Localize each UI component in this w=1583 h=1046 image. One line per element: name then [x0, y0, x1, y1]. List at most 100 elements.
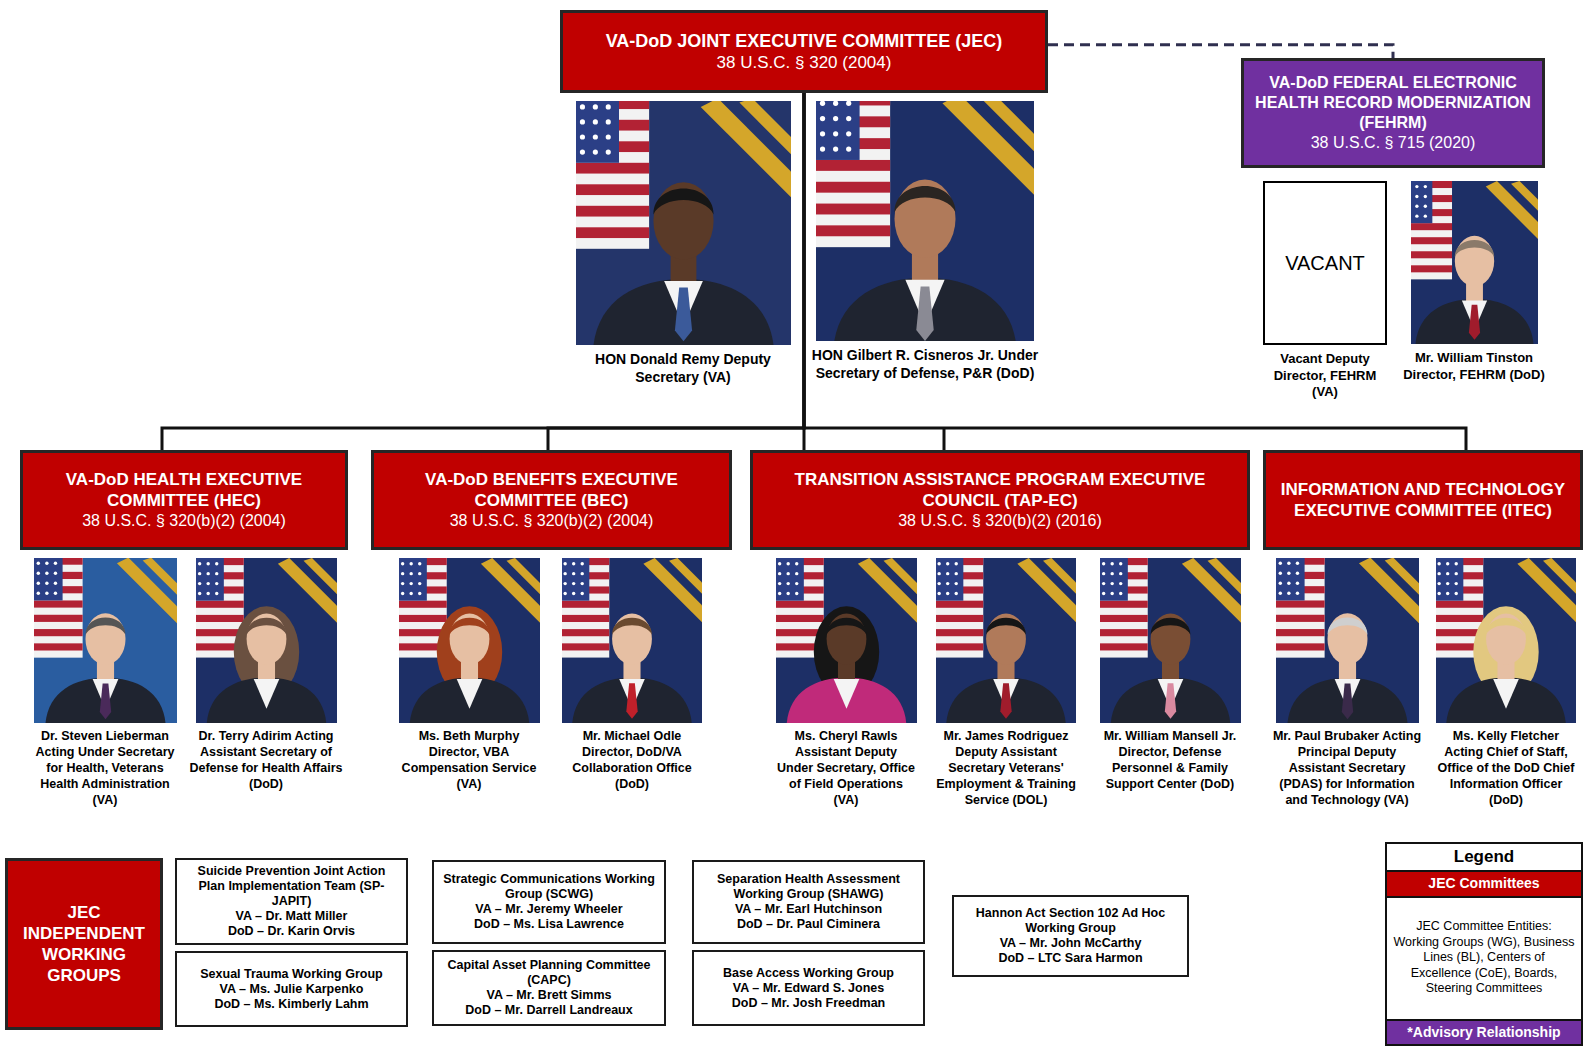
portrait-part	[1278, 582, 1281, 585]
portrait-part	[936, 615, 983, 622]
portrait-part	[562, 615, 609, 622]
portrait-part	[45, 678, 165, 723]
group-text: Capital Asset Planning Committee (CAPC)	[440, 958, 658, 988]
portrait-part	[1119, 562, 1122, 565]
legend-title: Legend	[1387, 844, 1581, 870]
portrait-part	[456, 679, 482, 709]
group-text: Hannon Act Section 102 Ad Hoc Working Gr…	[960, 906, 1181, 936]
portrait-part	[206, 572, 209, 575]
person-caption: Mr. Paul Brubaker Acting Principal Deput…	[1272, 729, 1422, 808]
portrait-part	[409, 677, 528, 723]
portrait-part	[936, 601, 983, 608]
portrait-part	[36, 572, 39, 575]
portrait-part	[572, 572, 575, 575]
portrait-part	[1110, 582, 1113, 585]
portrait-part	[833, 116, 838, 121]
portrait-part	[399, 558, 540, 723]
portrait-photo	[936, 558, 1076, 723]
portrait-part	[786, 582, 789, 585]
portrait-part	[1486, 618, 1526, 635]
photo-frame	[1411, 181, 1538, 344]
portrait-part	[576, 101, 619, 163]
portrait-part	[1287, 572, 1290, 575]
portrait-part	[1043, 558, 1076, 595]
portrait-part	[1295, 572, 1298, 575]
person-caption: Mr. James Rodriguez Deputy Assistant Sec…	[931, 729, 1081, 808]
portrait-part	[653, 189, 713, 215]
portrait-part	[562, 629, 609, 636]
working-group-box: Separation Health Assessment Working Gro…	[692, 860, 925, 944]
person-caption: Dr. Terry Adirim Acting Assistant Secret…	[184, 729, 348, 793]
group-text: DoD – Mr. Josh Freedman	[700, 996, 917, 1011]
portrait-part	[409, 572, 412, 575]
portrait-part	[576, 227, 649, 238]
portrait-part	[1276, 643, 1325, 650]
portrait-part	[946, 592, 949, 595]
photo-caption: Dr. Steven Lieberman Acting Under Secret…	[32, 729, 178, 808]
portrait-part	[85, 613, 125, 664]
portrait-part	[612, 613, 652, 664]
box-heading: 38 U.S.C. § 320 (2004)	[717, 52, 892, 73]
portrait-part	[400, 572, 403, 575]
photo-frame	[399, 558, 540, 723]
portrait-part	[946, 572, 949, 575]
photo-caption: Vacant Deputy Director, FEHRM (VA)	[1260, 351, 1390, 401]
portrait-photo	[776, 558, 917, 723]
portrait-part	[576, 184, 649, 195]
portrait-part	[1415, 299, 1533, 344]
portrait-part	[576, 163, 649, 174]
portrait-part	[36, 562, 39, 565]
person-caption: Ms. Beth Murphy Director, VBA Compensati…	[399, 729, 539, 793]
portrait-part	[826, 618, 866, 635]
portrait-part	[776, 615, 824, 622]
portrait-part	[1119, 582, 1122, 585]
portrait-part	[34, 615, 83, 622]
group-text: Separation Health Assessment Working Gro…	[700, 872, 917, 902]
portrait-part	[197, 582, 200, 585]
portrait-photo	[576, 101, 791, 345]
advisory-office-box: VA-DoD FEDERAL ELECTRONIC HEALTH RECORD …	[1241, 58, 1545, 168]
group-text: VA – Mr. Jeremy Wheeler	[440, 902, 658, 917]
portrait-part	[409, 592, 412, 595]
portrait-part	[418, 562, 421, 565]
portrait-part	[1446, 572, 1449, 575]
portrait-part	[653, 182, 713, 259]
portrait-part	[937, 562, 940, 565]
working-group-box: Strategic Communications Working Group (…	[432, 860, 666, 944]
portrait-part	[399, 601, 447, 608]
person-caption: Vacant Deputy Director, FEHRM (VA)	[1260, 351, 1390, 401]
portrait-part	[400, 582, 403, 585]
portrait-part	[215, 562, 218, 565]
legend-swatch: JEC Committees	[1387, 870, 1581, 896]
photo-caption: Ms. Beth Murphy Director, VBA Compensati…	[399, 729, 539, 793]
portrait-part	[409, 582, 412, 585]
portrait-part	[277, 558, 336, 623]
member-photo: Ms. Kelly Fletcher Acting Chief of Staff…	[1436, 558, 1576, 808]
portrait-photo	[1276, 558, 1419, 723]
portrait-part	[1436, 601, 1483, 608]
person-caption: Mr. William Tinston Director, FEHRM (DoD…	[1399, 350, 1549, 383]
group-text: DoD – Dr. Karin Orvis	[183, 924, 400, 939]
portrait-part	[1110, 562, 1113, 565]
person-caption: Dr. Steven Lieberman Acting Under Secret…	[32, 729, 178, 808]
portrait-part	[936, 558, 983, 658]
portrait-part	[816, 101, 890, 247]
member-photo: Ms. Beth Murphy Director, VBA Compensati…	[399, 558, 539, 793]
portrait-photo	[562, 558, 702, 723]
portrait-part	[1446, 677, 1565, 723]
portrait-part	[883, 558, 917, 595]
photo-caption: Mr. Michael Odle Director, DoD/VA Collab…	[562, 729, 702, 793]
photo-frame	[196, 558, 337, 723]
portrait-part	[1276, 558, 1419, 723]
portrait-photo	[816, 101, 1034, 341]
portrait-part	[786, 562, 789, 565]
group-text: VA – Mr. Edward S. Jones	[700, 981, 917, 996]
portrait-part	[777, 572, 780, 575]
photo-frame	[562, 558, 702, 723]
portrait-part	[894, 180, 955, 258]
portrait-part	[206, 582, 209, 585]
portrait-part	[739, 101, 791, 154]
portrait-part	[1181, 558, 1240, 623]
portrait-part	[643, 558, 702, 623]
